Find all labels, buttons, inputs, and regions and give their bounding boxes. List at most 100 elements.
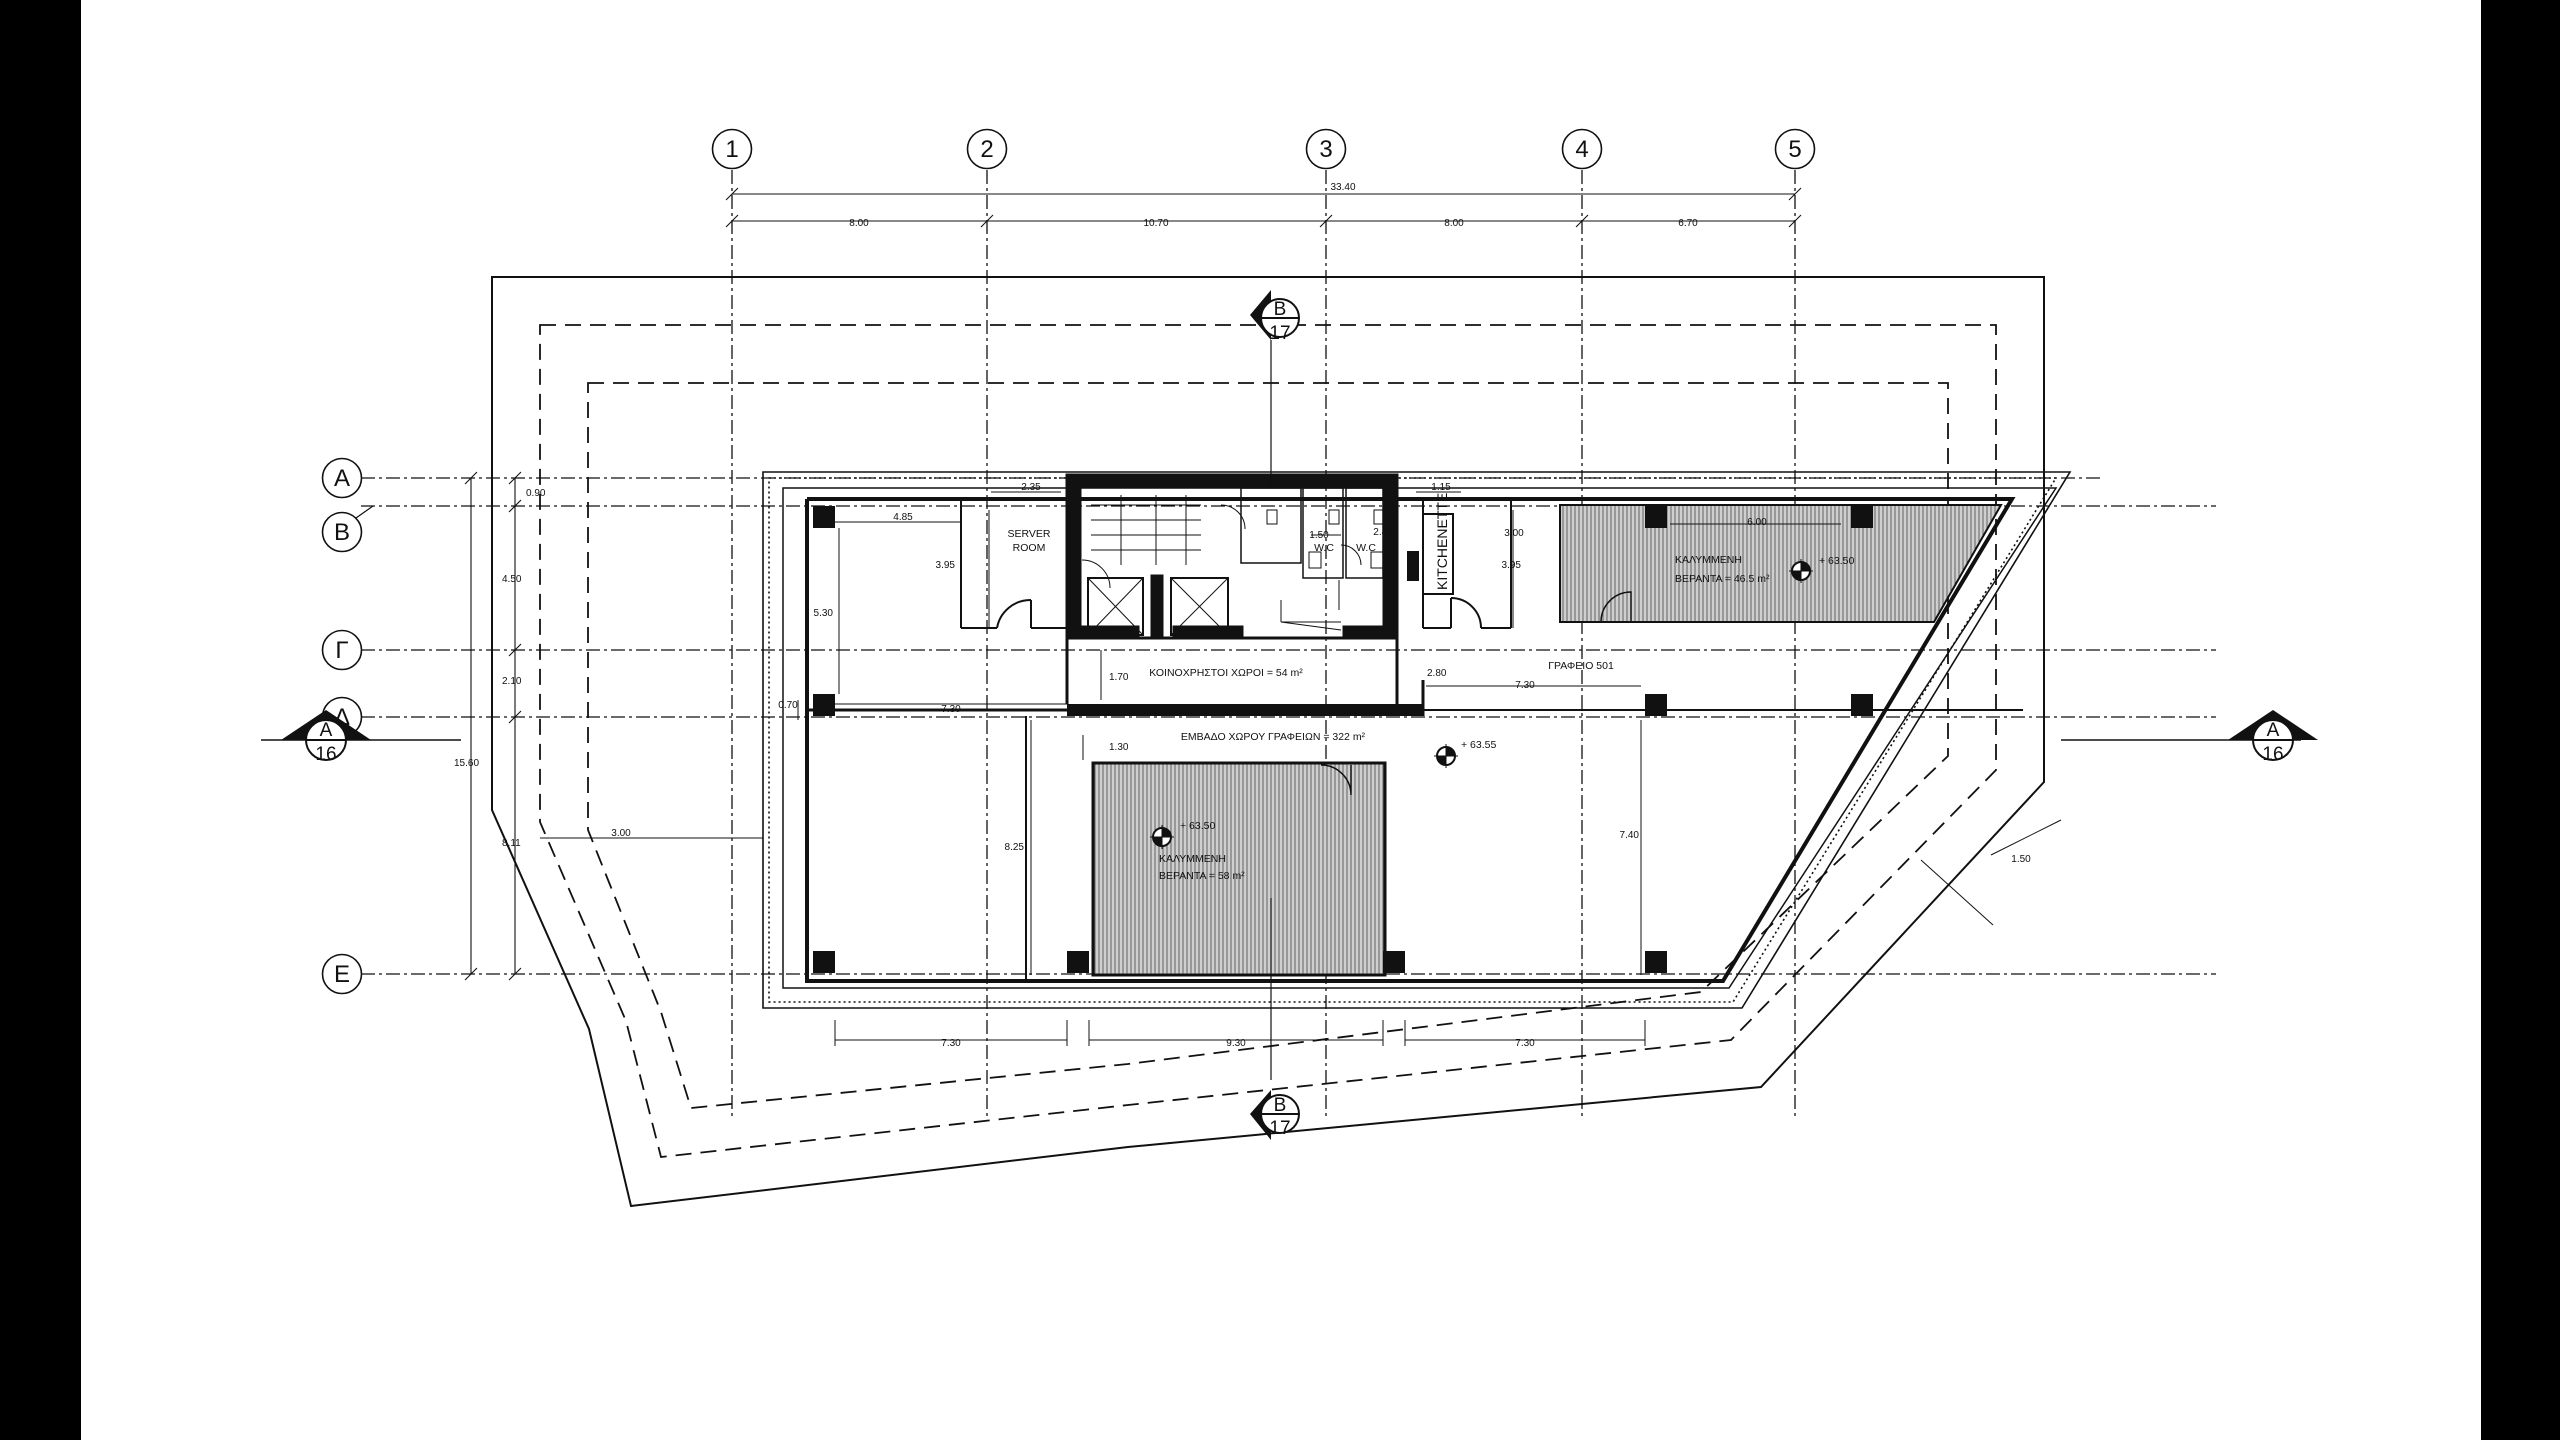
dim-total-depth: 15.60	[454, 758, 479, 769]
grid-label-4: 4	[1575, 136, 1588, 163]
veranda-center-door	[1320, 764, 1352, 796]
grid-bubble-3	[1305, 128, 1347, 170]
section-b-bottom-sheet: 17	[1269, 1118, 1290, 1139]
kitchenette-label: KITCHENETTE	[1434, 493, 1450, 590]
interior-dimensions	[797, 491, 1841, 975]
grid-label-b: B	[334, 519, 350, 546]
grid-bubble-b	[321, 511, 363, 553]
grid-bubble-2	[966, 128, 1008, 170]
office-label: ΓΡΑΦΕΙΟ 501	[1548, 660, 1614, 672]
section-a-left-sheet: 16	[315, 744, 336, 765]
structural-columns	[813, 506, 1873, 973]
dim-span-4: 6.70	[1678, 218, 1698, 229]
grid-bubble-a	[321, 457, 363, 499]
dim-bottom-3: 7.30	[1515, 1038, 1535, 1049]
dim-span-1: 8.00	[849, 218, 869, 229]
section-a-right-letter: A	[2267, 720, 2280, 741]
grid-label-3: 3	[1319, 136, 1332, 163]
veranda-top-hatch	[1559, 504, 2003, 623]
left-dimensions	[464, 471, 522, 981]
level-marker-office	[1434, 744, 1458, 768]
dim-740: 7.40	[1620, 830, 1640, 841]
level-office: + 63.55	[1461, 739, 1496, 751]
dim-150: 1.50	[1309, 530, 1329, 541]
section-marker-b-bottom	[1250, 1090, 1300, 1140]
dim-170: 1.70	[1109, 672, 1129, 683]
dim-395a: 3.95	[936, 560, 956, 571]
grid-bubble-g	[321, 629, 363, 671]
dim-235: 2.35	[1021, 482, 1041, 493]
level-veranda-center: + 63.50	[1180, 820, 1215, 832]
veranda-top-label-2: ΒΕΡΑΝΤΑ = 46.5 m²	[1675, 573, 1770, 585]
building-outline-outer	[762, 471, 2072, 1009]
section-marker-b-top	[1250, 290, 1300, 340]
building-outline-dotted	[768, 477, 2058, 1003]
grid-label-2: 2	[980, 136, 993, 163]
section-b-bottom-letter: B	[1274, 1095, 1287, 1116]
level-veranda-top: + 63.50	[1819, 555, 1854, 567]
level-marker-veranda-center	[1150, 825, 1174, 849]
section-marker-a-right	[2061, 710, 2318, 761]
dim-730b: 7.30	[1515, 680, 1535, 691]
grid-label-1: 1	[725, 136, 738, 163]
grid-bubble-1	[711, 128, 753, 170]
dim-115: 1.15	[1431, 482, 1451, 493]
veranda-center-hatch	[1091, 761, 1387, 977]
level-marker-veranda-top	[1789, 559, 1813, 583]
dim-485: 4.85	[893, 512, 913, 523]
exterior-walls	[805, 497, 2016, 983]
section-b-top-letter: B	[1274, 299, 1287, 320]
dim-row-3: 2.10	[502, 676, 522, 687]
wc-label-1: W.C	[1314, 542, 1334, 554]
dim-span-3: 8.00	[1444, 218, 1464, 229]
dim-730a: 7.30	[941, 704, 961, 715]
dim-130: 1.30	[1109, 742, 1129, 753]
grid-bubble-4	[1561, 128, 1603, 170]
server-room-label-1: SERVER	[1008, 528, 1051, 540]
dim-row-1: 0.90	[526, 488, 546, 499]
grid-label-g: Γ	[335, 637, 348, 664]
dim-825: 8.25	[1005, 842, 1025, 853]
corridor-wall	[1067, 704, 1423, 716]
dim-530: 5.30	[814, 608, 834, 619]
dim-150b: 1.50	[2011, 854, 2031, 865]
grid-label-a: A	[334, 465, 350, 492]
server-room-label-2: ROOM	[1013, 542, 1046, 554]
dim-total-width: 33.40	[1330, 182, 1355, 193]
setback-line-outer	[539, 324, 1997, 1158]
grid-bubbles: 1 2 3 4 5 A B Γ Δ E	[321, 128, 1816, 995]
grid-bubble-e	[321, 953, 363, 995]
bottom-dimensions	[540, 819, 2062, 1046]
server-room-walls	[960, 499, 1067, 629]
dim-070: 0.70	[778, 700, 798, 711]
grid-label-5: 5	[1788, 136, 1801, 163]
dim-bottom-2: 9.30	[1226, 1038, 1246, 1049]
top-dimensions	[725, 187, 1802, 228]
veranda-top-door	[1600, 591, 1632, 623]
dim-395b: 3.95	[1502, 560, 1522, 571]
dim-240: 2.40	[1373, 527, 1393, 538]
grid-bubble-5	[1774, 128, 1816, 170]
slab-outline	[782, 487, 2058, 989]
section-b-top-sheet: 17	[1269, 323, 1290, 344]
dim-300b: 3.00	[611, 828, 631, 839]
veranda-center-label-2: ΒΕΡΑΝΤΑ = 58 m²	[1159, 870, 1245, 882]
section-marker-a-left	[261, 710, 461, 761]
veranda-center-label-1: ΚΑΛΥΜΜΕΝΗ	[1159, 853, 1226, 865]
setback-line-inner	[587, 382, 1949, 1109]
dim-280: 2.80	[1427, 668, 1447, 679]
section-a-left-letter: A	[320, 720, 333, 741]
common-area-label: ΚΟΙΝΟΧΡΗΣΤΟΙ ΧΩΡΟΙ = 54 m²	[1149, 667, 1303, 679]
dim-600: 6.00	[1747, 517, 1767, 528]
core-block	[1065, 473, 1399, 640]
section-a-right-sheet: 16	[2262, 744, 2283, 765]
office-area-label: ΕΜΒΑΔΟ ΧΩΡΟΥ ΓΡΑΦΕΙΩΝ = 322 m²	[1181, 731, 1366, 743]
kitchenette-walls	[1407, 499, 1512, 629]
wc-label-2: W.C	[1356, 542, 1376, 554]
site-boundary	[491, 276, 2045, 1208]
dim-300: 3.00	[1504, 528, 1524, 539]
dim-row-2: 4.50	[502, 574, 522, 585]
veranda-top-label-1: ΚΑΛΥΜΜΕΝΗ	[1675, 554, 1742, 566]
dim-bottom-1: 7.30	[941, 1038, 961, 1049]
dim-span-2: 10.70	[1143, 218, 1168, 229]
